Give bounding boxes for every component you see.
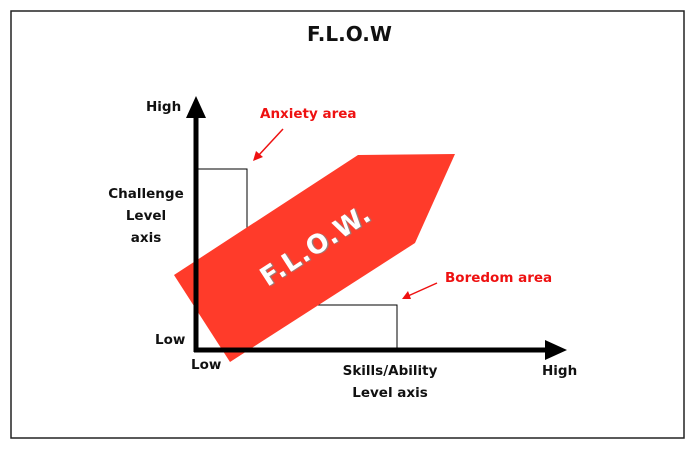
x-axis-title-line: Level axis	[352, 385, 428, 401]
boredom-pointer-head	[402, 291, 411, 299]
x-axis-low-label: Low	[191, 357, 222, 373]
anxiety-area-label: Anxiety area	[260, 106, 357, 122]
y-axis-high-label: High	[146, 99, 182, 115]
y-axis-title-line: axis	[130, 230, 162, 246]
x-axis-title: Skills/Ability Level axis	[330, 360, 450, 404]
y-axis-title-line: Level	[125, 208, 167, 224]
x-axis-high-label: High	[542, 363, 578, 379]
x-axis-arrowhead	[545, 340, 567, 360]
boredom-area-label: Boredom area	[445, 270, 553, 286]
diagram-title: F.L.O.W	[307, 22, 392, 46]
y-axis-low-label: Low	[155, 332, 186, 348]
anxiety-pointer-head	[253, 151, 263, 161]
y-axis-title: Challenge Level axis	[104, 183, 188, 249]
y-axis-title-line: Challenge	[108, 186, 184, 202]
flow-arrow-shape	[174, 154, 455, 362]
frame-border	[10, 10, 685, 439]
anxiety-pointer-arrow	[257, 128, 284, 157]
y-axis-arrowhead	[186, 96, 206, 118]
boredom-pointer-arrow	[407, 282, 438, 297]
x-axis-title-line: Skills/Ability	[342, 363, 438, 379]
